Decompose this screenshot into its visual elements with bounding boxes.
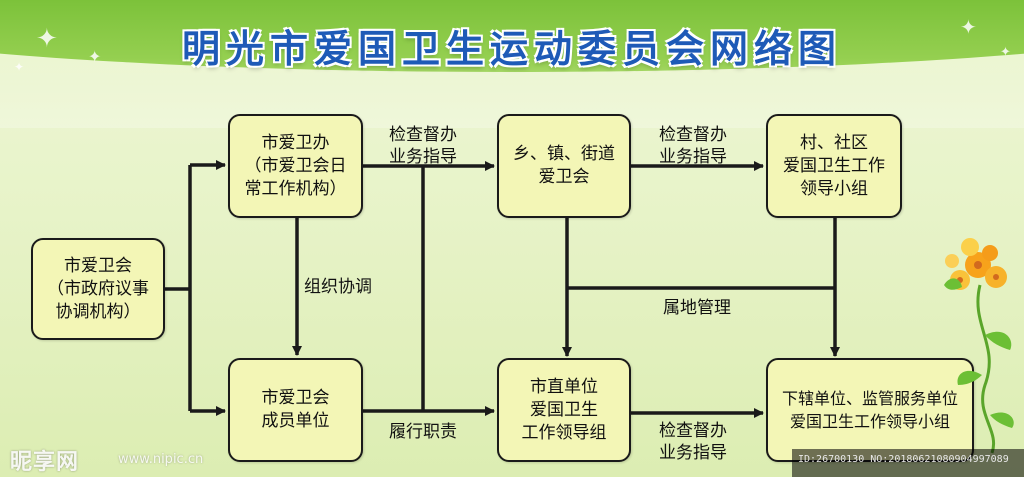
- node-city-committee: 市爱卫会 （市政府议事 协调机构）: [31, 238, 165, 340]
- label-organize: 组织协调: [304, 277, 372, 297]
- sparkle-icon: ✦: [960, 15, 977, 39]
- sparkle-icon: ✦: [14, 60, 25, 74]
- id-strip: [792, 449, 1024, 477]
- watermark-logo: 昵享网: [10, 450, 80, 475]
- label-inspect-top-right: 检查督办 业务指导: [659, 125, 727, 167]
- label-duties: 履行职责: [389, 422, 457, 442]
- sparkle-icon: ✦: [88, 47, 102, 66]
- node-member-units: 市爱卫会 成员单位: [228, 358, 363, 462]
- label-inspect-bottom: 检查督办 业务指导: [659, 421, 727, 463]
- node-township: 乡、镇、街道 爱卫会: [497, 114, 631, 218]
- page-title: 明光市爱国卫生运动委员会网络图: [181, 27, 842, 71]
- label-territorial: 属地管理: [663, 298, 731, 318]
- sparkle-icon: ✦: [36, 24, 58, 54]
- node-subordinate: 下辖单位、监管服务单位 爱国卫生工作领导小组: [766, 358, 974, 462]
- image-id-text: ID:26700130 NO:20180621080904997089: [798, 454, 1009, 465]
- sparkle-icon: ✦: [1000, 45, 1011, 60]
- header-band: [0, 0, 1024, 72]
- flower-vine-icon: [944, 238, 1014, 454]
- node-village: 村、社区 爱国卫生工作 领导小组: [766, 114, 902, 218]
- node-city-office: 市爱卫办 （市爱卫会日 常工作机构）: [228, 114, 363, 218]
- label-inspect-top-left: 检查督办 业务指导: [389, 125, 457, 167]
- watermark-url: www.nipic.cn: [118, 452, 204, 467]
- node-city-direct: 市直单位 爱国卫生 工作领导组: [497, 358, 631, 462]
